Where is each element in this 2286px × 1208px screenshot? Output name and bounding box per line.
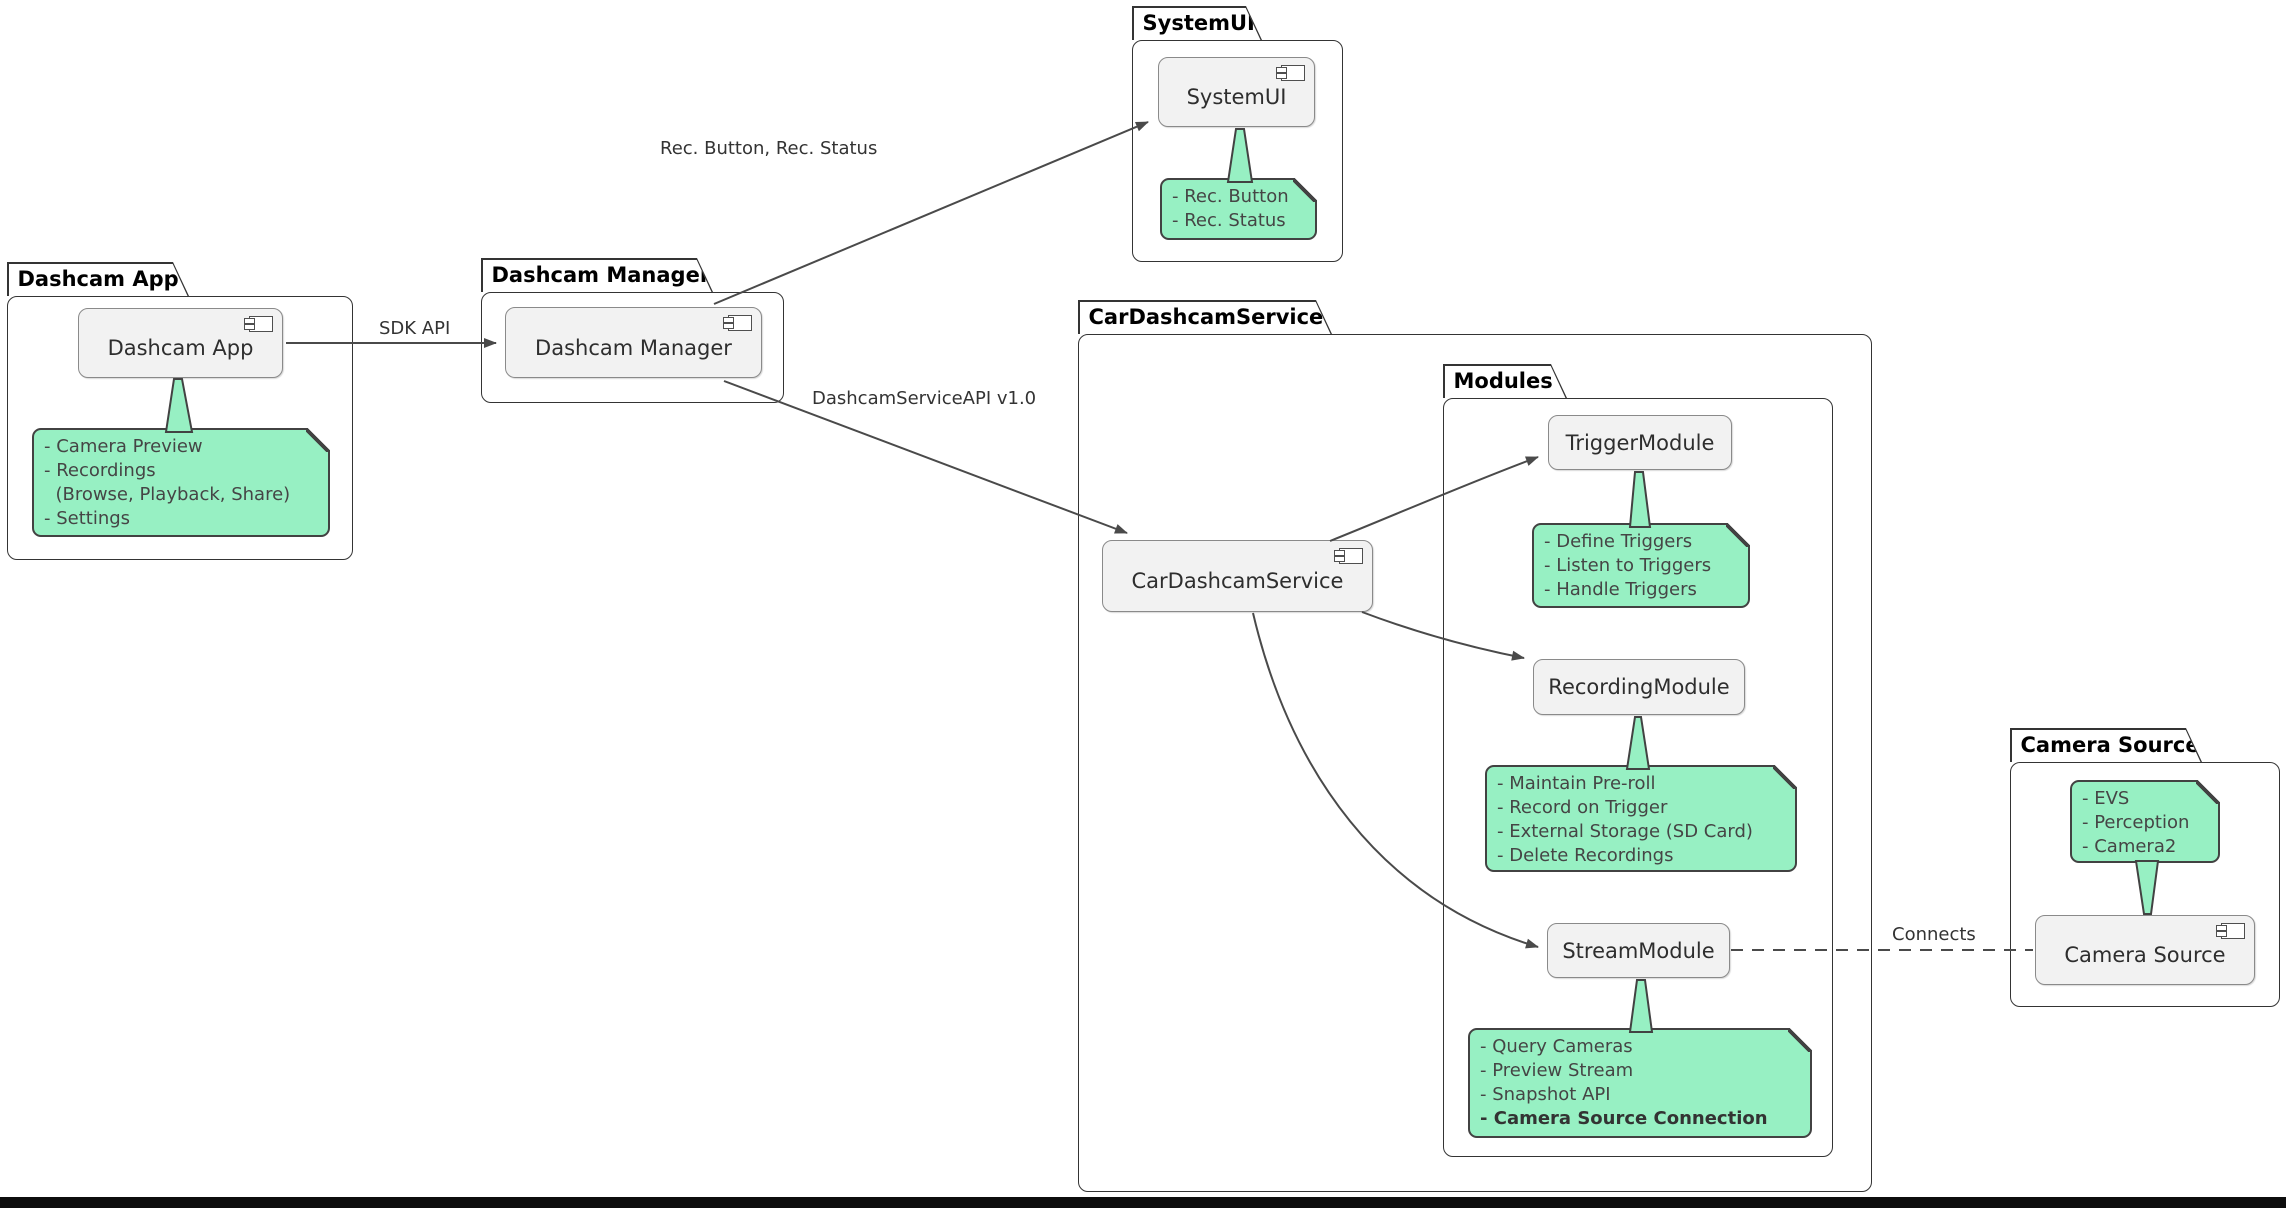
note-line: - Preview Stream <box>1480 1060 1634 1081</box>
note-line: - Define Triggers <box>1544 531 1693 552</box>
note-fold-icon <box>2196 780 2220 804</box>
package-tab-camera-source: Camera Source <box>2010 728 2202 762</box>
note-line: - Handle Triggers <box>1544 579 1697 600</box>
package-tab-systemui: SystemUI <box>1132 6 1262 40</box>
component-label: TriggerModule <box>1565 430 1715 455</box>
component-label: CarDashcamService <box>1131 569 1344 593</box>
note-recording-module: - Maintain Pre-roll - Record on Trigger … <box>1485 765 1797 872</box>
component-label: SystemUI <box>1186 85 1287 109</box>
edge-label-sdk-api: SDK API <box>379 318 451 339</box>
note-line: - Camera2 <box>2082 836 2177 857</box>
edge-label-dashcam-service-api: DashcamServiceAPI v1.0 <box>812 388 1037 409</box>
note-line: - Camera Preview <box>44 436 203 457</box>
component-systemui: SystemUI <box>1158 57 1315 127</box>
note-fold-icon <box>1773 765 1797 789</box>
note-line: - Rec. Status <box>1172 210 1286 231</box>
note-line: - Maintain Pre-roll <box>1497 773 1656 794</box>
bottom-bar <box>0 1197 2286 1208</box>
note-line: - Perception <box>2082 812 2190 833</box>
note-line: - Snapshot API <box>1480 1084 1611 1105</box>
component-icon <box>1334 548 1363 564</box>
note-trigger-module: - Define Triggers - Listen to Triggers -… <box>1532 523 1750 608</box>
component-trigger-module: TriggerModule <box>1548 415 1732 470</box>
package-title-dashcam-manager: Dashcam Manager <box>483 260 712 293</box>
component-dashcam-manager: Dashcam Manager <box>505 307 762 378</box>
note-line: - Record on Trigger <box>1497 797 1668 818</box>
note-fold-icon <box>1788 1028 1812 1052</box>
note-line: - Rec. Button <box>1172 186 1289 207</box>
component-label: StreamModule <box>1562 938 1715 963</box>
note-line: - Recordings <box>44 460 156 481</box>
package-tab-dashcam-app: Dashcam App <box>7 262 189 296</box>
package-tab-dashcam-manager: Dashcam Manager <box>481 258 713 292</box>
package-title-modules: Modules <box>1445 366 1566 399</box>
note-line: - Camera Source Connection <box>1480 1108 1768 1129</box>
component-camera-source: Camera Source <box>2035 915 2255 985</box>
note-line: - Query Cameras <box>1480 1036 1633 1057</box>
component-dashcam-app: Dashcam App <box>78 308 283 378</box>
package-title-dashcam-app: Dashcam App <box>9 264 188 297</box>
component-stream-module: StreamModule <box>1547 923 1730 978</box>
component-icon <box>2216 923 2245 939</box>
note-dashcam-app: - Camera Preview - Recordings (Browse, P… <box>32 428 330 537</box>
note-systemui: - Rec. Button - Rec. Status <box>1160 178 1317 240</box>
component-recording-module: RecordingModule <box>1533 659 1745 715</box>
component-label: Dashcam App <box>107 336 254 360</box>
edge-label-rec-button-status: Rec. Button, Rec. Status <box>660 138 878 159</box>
note-line: - EVS <box>2082 788 2130 809</box>
package-title-car-dashcam-service: CarDashcamService <box>1080 302 1331 335</box>
edge-label-connects: Connects <box>1892 924 1976 945</box>
note-line: - Delete Recordings <box>1497 845 1674 866</box>
component-icon <box>1276 65 1305 81</box>
component-car-dashcam-service: CarDashcamService <box>1102 540 1373 612</box>
component-label: Camera Source <box>2064 943 2226 967</box>
component-label: RecordingModule <box>1548 675 1730 699</box>
package-title-camera-source: Camera Source <box>2012 730 2201 763</box>
note-fold-icon <box>1293 178 1317 202</box>
note-fold-icon <box>306 428 330 452</box>
note-line: - Listen to Triggers <box>1544 555 1712 576</box>
note-line: (Browse, Playback, Share) <box>44 484 291 505</box>
package-tab-car-dashcam-service: CarDashcamService <box>1078 300 1332 334</box>
component-icon <box>723 315 752 331</box>
component-label: Dashcam Manager <box>535 335 732 360</box>
package-tab-modules: Modules <box>1443 364 1567 398</box>
note-line: - Settings <box>44 508 131 529</box>
component-icon <box>244 316 273 332</box>
note-line: - External Storage (SD Card) <box>1497 821 1753 842</box>
package-title-systemui: SystemUI <box>1134 8 1261 41</box>
note-stream-module: - Query Cameras - Preview Stream - Snaps… <box>1468 1028 1812 1138</box>
note-camera-source: - EVS - Perception - Camera2 <box>2070 780 2220 863</box>
note-fold-icon <box>1726 523 1750 547</box>
